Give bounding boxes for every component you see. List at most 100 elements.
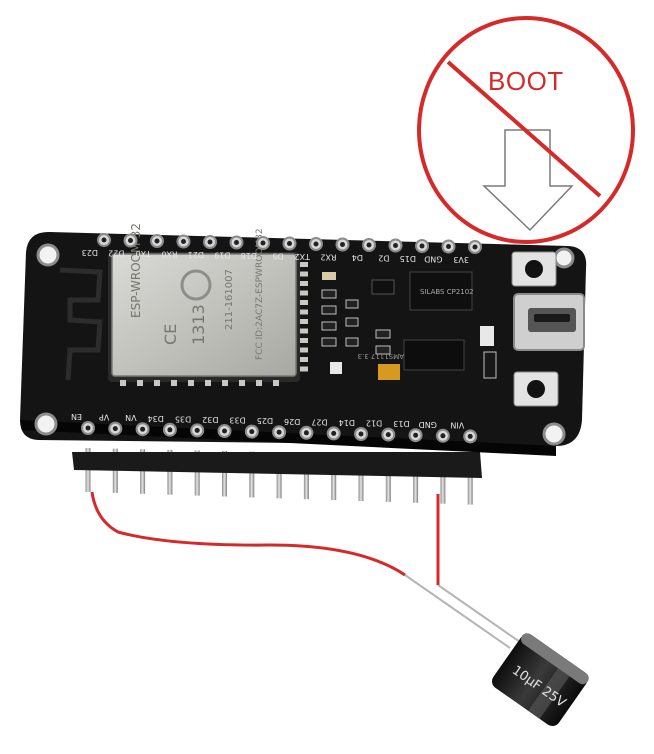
ams1117-regulator: AMS1117 3.3 — [358, 339, 465, 371]
header-pin — [358, 454, 364, 501]
pin-hole-bottom: VIN — [450, 420, 478, 444]
pin-hole-bottom: D12 — [366, 419, 396, 442]
pin-hole-bottom: VP — [99, 413, 123, 436]
pin-label-bottom: D33 — [229, 416, 245, 425]
pin-label-top: RX0 — [161, 250, 177, 259]
module-pad — [300, 328, 308, 334]
header-pin — [194, 450, 200, 496]
pin-label-top: D4 — [352, 253, 363, 262]
pin-hole-bottom: D27 — [311, 417, 341, 441]
pin-label-bottom: D14 — [339, 418, 355, 427]
pin-label-top: D18 — [241, 251, 257, 260]
pin-label-top: D15 — [400, 254, 416, 263]
pin-hole-top: TX0 — [136, 234, 164, 258]
header-pin — [249, 451, 255, 498]
pin-label-top: TX0 — [136, 249, 152, 258]
header-pin — [331, 453, 337, 501]
boot-button — [511, 251, 557, 287]
module-pad — [256, 380, 262, 386]
module-pad — [300, 281, 308, 286]
pin-hole-top: 3V3 — [453, 240, 482, 264]
header-pin — [167, 449, 173, 495]
pin-hole-bottom: GND — [419, 420, 450, 443]
pin-label-top: RX2 — [320, 253, 336, 262]
pin-hole-top: D21 — [188, 235, 217, 259]
module-pad — [300, 290, 308, 296]
pin-hole-top: D4 — [352, 238, 376, 262]
module-pad — [120, 380, 126, 386]
pin-label-bottom: D35 — [175, 414, 191, 423]
pin-hole-top: RX0 — [161, 234, 191, 259]
electrolytic-capacitor: 10μF 25V — [404, 574, 589, 727]
header-pin — [440, 455, 446, 504]
module-text-line: 1313 — [189, 304, 208, 345]
pin-label-bottom: D34 — [148, 414, 164, 423]
pin-hole-bottom: D25 — [257, 416, 287, 440]
header-pin — [303, 452, 309, 500]
pin-hole-top: D15 — [400, 239, 429, 263]
pin-label-bottom: D12 — [366, 419, 382, 428]
module-pad — [171, 380, 177, 386]
pin-label-top: D5 — [272, 252, 283, 261]
prohibition-circle — [417, 16, 635, 244]
pin-label-top: D21 — [188, 250, 204, 259]
header-pin — [467, 456, 473, 505]
pin-hole-bottom: D14 — [339, 418, 368, 441]
boot-label: BOOT — [488, 66, 564, 96]
module-pad — [300, 319, 308, 324]
capacitor-lead-left — [404, 574, 511, 649]
pin-hole-top: D2 — [378, 238, 403, 263]
module-pad — [137, 380, 143, 386]
module-pad — [300, 300, 308, 305]
capacitor-lead-right — [437, 584, 521, 643]
pin-label-bottom: GND — [419, 420, 437, 429]
pin-label-bottom: D32 — [202, 415, 218, 424]
module-pad — [300, 309, 308, 315]
module-pad — [273, 380, 279, 386]
module-pad — [300, 366, 308, 372]
header-pin — [276, 452, 282, 499]
mounting-hole — [542, 422, 566, 446]
pin-hole-top: D23 — [82, 233, 111, 257]
pin-label-top: D22 — [108, 249, 124, 258]
pin-hole-top: GND — [424, 239, 456, 264]
prohibition-slash — [446, 60, 602, 198]
module-pad — [222, 380, 228, 386]
module-pad — [188, 380, 194, 386]
pin-hole-bottom: D32 — [202, 415, 232, 438]
module-text-line: 211-161007 — [224, 269, 235, 330]
pin-hole-bottom: D26 — [284, 417, 314, 440]
pin-label-bottom: VP — [99, 413, 109, 422]
pin-hole-bottom: VN — [125, 413, 150, 437]
pin-hole-top: TX2 — [295, 237, 323, 261]
pin-hole-bottom: D35 — [175, 414, 205, 438]
micro-usb-port — [513, 293, 585, 351]
pin-label-bottom: VIN — [450, 420, 464, 429]
module-pad — [300, 271, 308, 277]
chip-label: SILABS CP2102 — [420, 288, 474, 296]
pin-header-strip — [72, 452, 482, 478]
mounting-hole — [553, 247, 575, 269]
pin-label-bottom: VN — [125, 413, 136, 422]
pin-hole-top: D22 — [108, 233, 138, 258]
module-pad — [205, 380, 211, 386]
pin-hole-top: D19 — [214, 235, 244, 260]
pin-hole-bottom: EN — [71, 412, 95, 435]
pin-hole-top: D5 — [272, 236, 297, 261]
pin-hole-bottom: D33 — [229, 416, 259, 439]
pin-label-bottom: D13 — [393, 419, 409, 428]
module-pad — [300, 338, 308, 343]
pin-label-bottom: D27 — [311, 417, 327, 426]
pin-label-top: D2 — [378, 254, 389, 263]
header-pin — [413, 455, 419, 503]
esp32-board: ESP-WROOM-32 CE 1313 211-161007 FCC ID:2… — [20, 223, 587, 456]
mounting-hole — [34, 412, 58, 436]
header-pin — [222, 451, 227, 497]
header-pin — [140, 449, 146, 494]
module-pad — [154, 380, 160, 386]
boot-prohibited-annotation — [417, 16, 635, 244]
antenna-trace — [59, 267, 103, 381]
pin-hole-top: RX2 — [320, 237, 350, 262]
pin-hole-top: D18 — [241, 236, 270, 260]
wifi-logo-icon — [180, 269, 212, 301]
